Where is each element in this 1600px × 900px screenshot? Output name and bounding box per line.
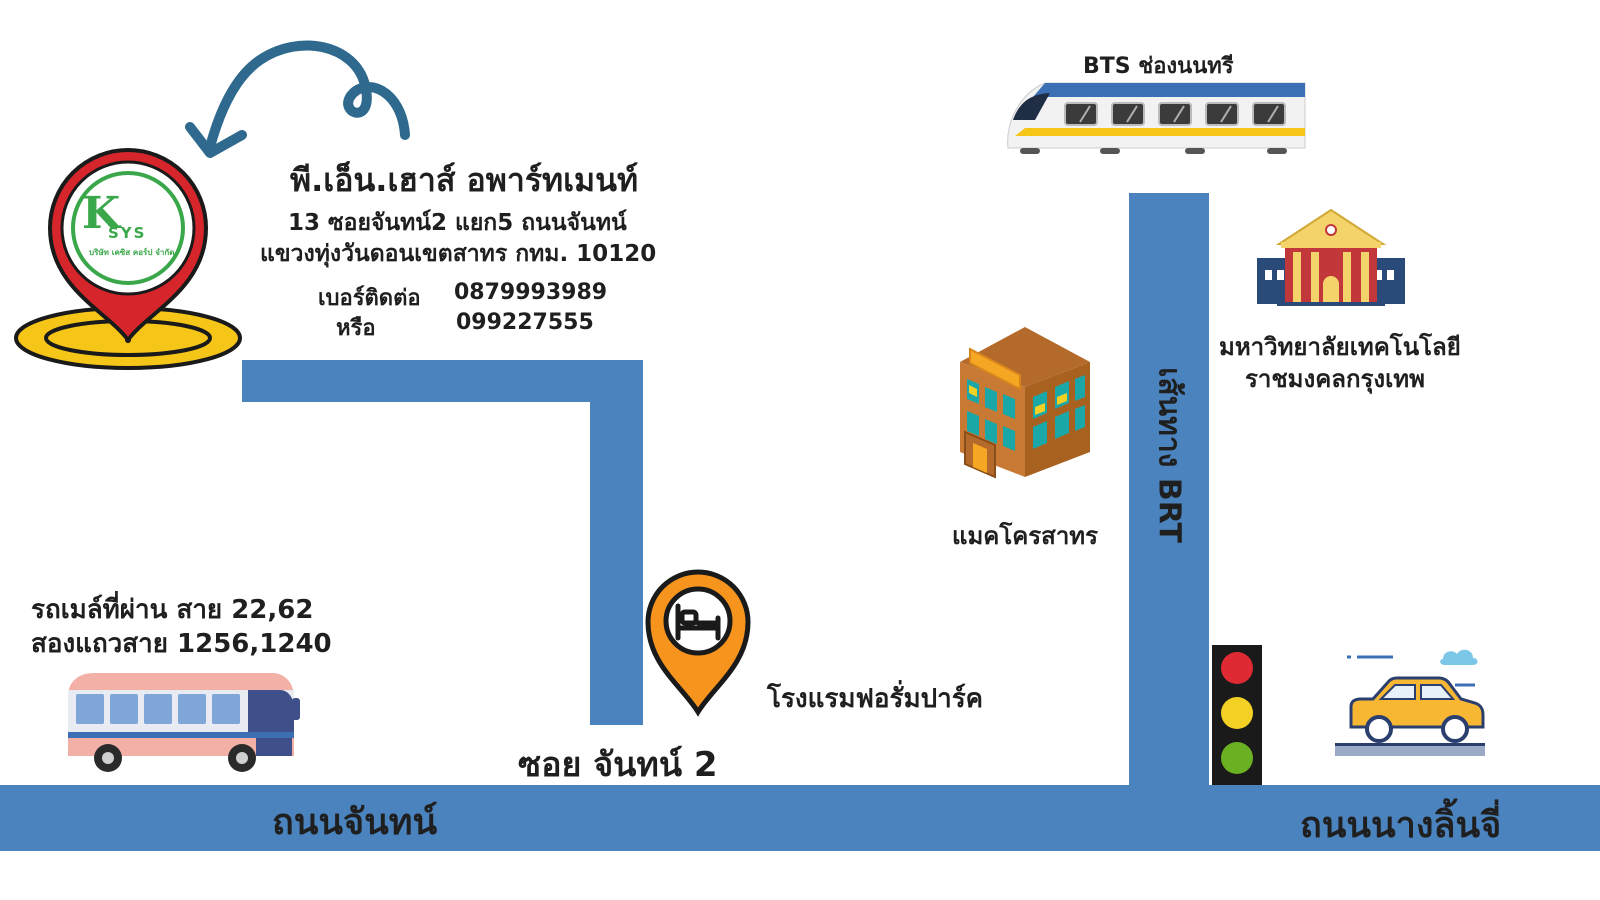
contact-label: เบอร์ติดต่อ: [318, 286, 421, 311]
place-name: พี.เอ็น.เฮาส์ อพาร์ทเมนท์: [290, 161, 639, 199]
bed-icon: [675, 603, 721, 641]
car-icon: [1335, 649, 1485, 756]
road-nanglinchi-label: ถนนนางลิ้นจี่: [1300, 805, 1502, 846]
road-chan-label: ถนนจันทน์: [272, 802, 438, 843]
road-soi-horizontal: [242, 360, 643, 402]
address-line1: 13 ซอยจันทน์2 แยก5 ถนนจันทน์: [288, 210, 627, 236]
road-soi-vertical: [590, 360, 643, 725]
brt-label: เส้นทาง BRT: [1151, 367, 1187, 543]
logo-letter: K: [82, 188, 121, 239]
building-icon: [960, 327, 1090, 479]
hotel-label: โรงแรมฟอรั่มปาร์ค: [767, 684, 984, 714]
phone1: 0879993989: [454, 280, 608, 305]
university-label-line2: ราชมงคลกรุงเทพ: [1245, 365, 1425, 393]
curved-arrow-icon: [185, 40, 410, 158]
makro-label: แมคโครสาทร: [952, 522, 1099, 550]
address-line2: แขวงทุ่งวันดอนเขตสาทร กทม. 10120: [260, 241, 657, 267]
bus-line1: รถเมล์ที่ผ่าน สาย 22,62: [31, 595, 314, 625]
phone2: 099227555: [456, 310, 594, 335]
hotel-pin-icon: [645, 569, 751, 717]
bus-line2: สองแถวสาย 1256,1240: [31, 629, 332, 659]
logo-sys: SYS: [108, 224, 147, 242]
or-label: หรือ: [336, 316, 376, 341]
bts-label: BTS ช่องนนทรี: [1083, 54, 1234, 79]
train-icon: [1007, 82, 1306, 154]
university-label-line1: มหาวิทยาลัยเทคโนโลยี: [1219, 333, 1461, 361]
bus-icon: [68, 673, 300, 772]
university-icon: [1257, 208, 1405, 306]
road-brt: [1129, 193, 1209, 786]
traffic-light-icon: [1212, 645, 1262, 785]
logo-company: บริษัท เคซิส คอร์ป จำกัด: [89, 248, 175, 257]
soi-label: ซอย จันทน์ 2: [518, 745, 718, 785]
location-pin-icon: [14, 148, 242, 370]
road-chan: [0, 785, 1600, 851]
